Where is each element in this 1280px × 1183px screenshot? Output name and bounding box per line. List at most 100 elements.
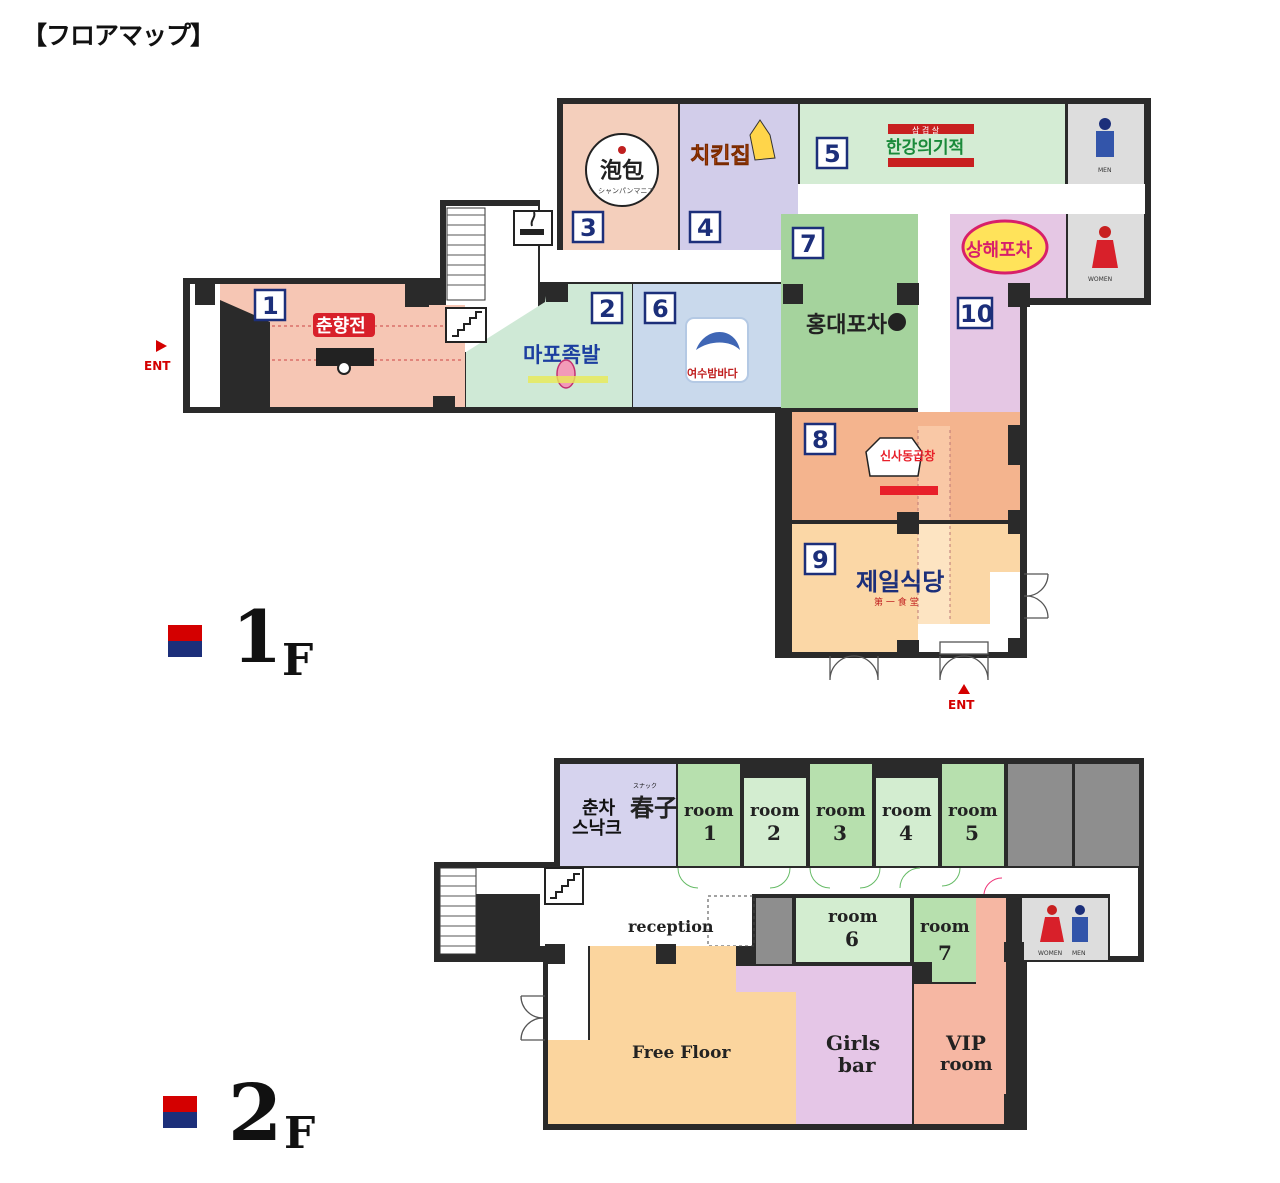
pillar bbox=[1008, 425, 1026, 465]
svg-text:10: 10 bbox=[960, 300, 993, 328]
shop-5-name: 한강의기적 bbox=[886, 138, 964, 158]
shop-3-sub: シャンパンマニア bbox=[598, 187, 654, 195]
floor2-label-num: 2 bbox=[228, 1068, 282, 1159]
girls-bar-area[interactable] bbox=[736, 966, 912, 1124]
svg-text:2: 2 bbox=[767, 821, 781, 845]
shop-10-logo: 상해포차 bbox=[961, 219, 1049, 275]
floor1-label-suffix: F bbox=[282, 635, 313, 686]
f1-door-bottom-left[interactable] bbox=[829, 655, 879, 681]
svg-text:3: 3 bbox=[580, 214, 597, 242]
shop-4-number: 4 bbox=[688, 210, 722, 244]
f2-corridor-right bbox=[1110, 894, 1138, 956]
men-restroom-icon: MEN bbox=[1096, 118, 1114, 174]
free-floor-area[interactable] bbox=[548, 946, 796, 1124]
shop-3-number: 3 bbox=[571, 210, 605, 244]
f1-women-label: WOMEN bbox=[1088, 276, 1112, 283]
shop-5-number: 5 bbox=[815, 136, 849, 170]
reception-label: reception bbox=[628, 917, 714, 936]
entrance-label-bottom: ENT bbox=[948, 698, 975, 712]
women-restroom-icon: WOMEN bbox=[1038, 905, 1064, 957]
floor1-label-num: 1 bbox=[232, 594, 282, 679]
shop-9-number: 9 bbox=[803, 542, 837, 576]
shop-1-logo: 춘향전 bbox=[313, 313, 375, 375]
page-title: 【フロアマップ】 bbox=[22, 21, 215, 50]
shop-6-number: 6 bbox=[643, 291, 677, 325]
shop-1-number: 1 bbox=[253, 288, 287, 322]
svg-text:room: room bbox=[828, 907, 878, 927]
pillar bbox=[1004, 942, 1024, 962]
free-floor-label: Free Floor bbox=[632, 1043, 731, 1063]
f2-men-label: MEN bbox=[1072, 950, 1085, 957]
storage-2 bbox=[1075, 764, 1139, 866]
floor1-map: ENT ENT 1 2 3 4 5 6 7 8 9 10 춘향전 bbox=[144, 98, 1151, 712]
shop-7-name: 홍대포차 bbox=[806, 312, 888, 338]
f1-door-bottom-entrance[interactable] bbox=[939, 641, 989, 681]
women-restroom-icon: WOMEN bbox=[1088, 226, 1118, 283]
pillar bbox=[433, 396, 455, 412]
snack-line2: 스낙크 bbox=[572, 818, 622, 839]
f2-door-left[interactable] bbox=[520, 995, 545, 1041]
f1-staircase bbox=[446, 207, 486, 301]
svg-text:room: room bbox=[882, 801, 932, 821]
room-6-area[interactable] bbox=[796, 898, 910, 962]
f1-door-right[interactable] bbox=[1023, 573, 1049, 619]
svg-text:6: 6 bbox=[652, 295, 669, 323]
stairs-icon bbox=[445, 307, 487, 343]
snack-kanji: 春子 bbox=[630, 793, 678, 822]
pillar bbox=[912, 962, 932, 984]
pillar bbox=[1004, 1094, 1024, 1124]
pillar bbox=[897, 640, 919, 656]
f1-corridor-vertical bbox=[918, 184, 950, 426]
snack-haruko-area[interactable] bbox=[560, 764, 676, 866]
svg-text:2: 2 bbox=[599, 295, 616, 323]
shop-10-number: 10 bbox=[956, 296, 993, 330]
room-5-area[interactable] bbox=[942, 764, 1004, 866]
svg-text:3: 3 bbox=[833, 821, 847, 845]
floor2-label-suffix: F bbox=[284, 1108, 315, 1159]
vip-line2: room bbox=[940, 1054, 993, 1075]
shop-8-logo: 신사동곱창 bbox=[865, 437, 938, 495]
shop-9-sub: 第 一 食 堂 bbox=[874, 596, 919, 608]
snack-line1: 춘차 bbox=[582, 798, 616, 819]
room-2-area[interactable] bbox=[744, 778, 806, 866]
shop-6-name: 여수밤바다 bbox=[687, 366, 738, 380]
shop-8-name: 신사동곱창 bbox=[880, 448, 935, 463]
shop-3-logo: 泡包 シャンパンマニア bbox=[585, 133, 659, 207]
svg-text:6: 6 bbox=[845, 927, 859, 951]
f2-restroom[interactable] bbox=[1022, 898, 1108, 960]
shop-1-name: 춘향전 bbox=[316, 316, 366, 337]
pillar bbox=[656, 944, 676, 964]
shop-4-name: 치킨집 bbox=[690, 144, 751, 169]
svg-text:room: room bbox=[750, 801, 800, 821]
pillar bbox=[405, 283, 429, 307]
room-4-area[interactable] bbox=[876, 778, 938, 866]
pillar bbox=[783, 284, 803, 304]
vip-line1: VIP bbox=[945, 1031, 986, 1055]
room-3-area[interactable] bbox=[810, 764, 872, 866]
svg-text:9: 9 bbox=[812, 546, 829, 574]
storage-1 bbox=[1008, 764, 1072, 866]
f2-women-label: WOMEN bbox=[1038, 950, 1062, 957]
shop-5-logo: 삼 겹 살 한강의기적 bbox=[886, 124, 974, 167]
shop-4-logo: 치킨집 bbox=[690, 119, 776, 169]
shop-8-number: 8 bbox=[803, 422, 837, 456]
shop-9-aisle bbox=[918, 524, 950, 624]
shop-5-sub: 삼 겹 살 bbox=[912, 125, 940, 135]
shop-6-logo: 여수밤바다 bbox=[685, 317, 749, 383]
pillar bbox=[1008, 638, 1024, 656]
f2-room-doors bbox=[677, 867, 961, 889]
stairs-icon bbox=[544, 867, 584, 905]
f2-staircase bbox=[439, 867, 540, 956]
vip-room-area[interactable] bbox=[914, 898, 1006, 1124]
shop-10-name: 상해포차 bbox=[966, 240, 1033, 261]
pillar bbox=[1008, 510, 1024, 534]
room-1-area[interactable] bbox=[678, 764, 740, 866]
svg-text:room: room bbox=[684, 801, 734, 821]
shop-9-name: 제일식당 bbox=[856, 568, 944, 596]
